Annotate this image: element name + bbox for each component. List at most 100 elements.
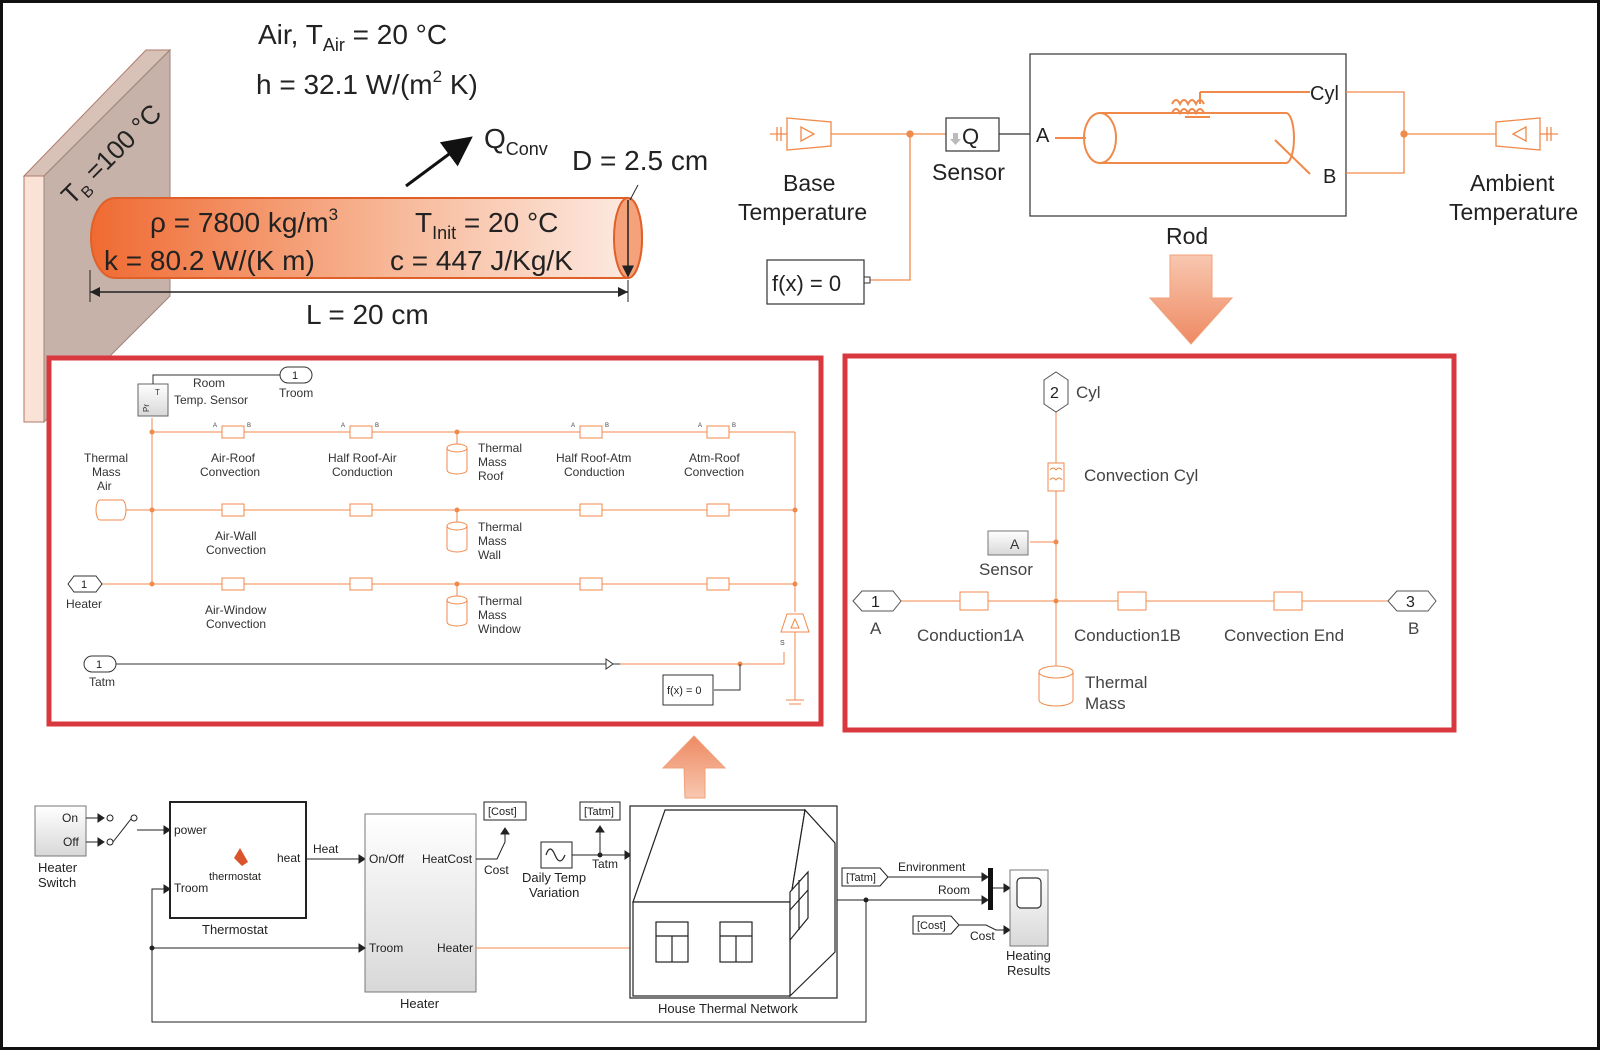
convection-cyl-block[interactable] bbox=[1048, 463, 1064, 491]
cost-from-tag-label: [Cost] bbox=[917, 920, 946, 932]
sensor-port-t: T bbox=[155, 388, 160, 397]
thermostat-label: Thermostat bbox=[202, 922, 268, 937]
scope-screen-icon bbox=[1017, 878, 1041, 908]
half-roof-air-conduction-label: Conduction bbox=[332, 465, 393, 479]
thermal-mass-roof-label: Mass bbox=[478, 455, 507, 469]
port-a-small: A bbox=[341, 423, 345, 429]
expand-up-arrow-icon bbox=[663, 736, 725, 798]
atm-roof-convection-label: Atm-Roof bbox=[689, 451, 740, 465]
ambient-temperature-label-1: Ambient bbox=[1470, 170, 1555, 196]
thermal-mass-wall-label: Mass bbox=[478, 534, 507, 548]
tatm-inport-number: 1 bbox=[96, 659, 102, 671]
rod-port-b-label: B bbox=[1323, 166, 1336, 188]
base-temperature-label-2: Temperature bbox=[738, 199, 867, 225]
cyl-port-number: 2 bbox=[1050, 385, 1059, 402]
room-signal-label: Room bbox=[938, 883, 970, 897]
port-a-small: A bbox=[213, 423, 217, 429]
room-temp-sensor-label-2: Temp. Sensor bbox=[174, 393, 248, 407]
rod-subsystem-detail: 2 Cyl Convection Cyl A Sensor 1 A 3 B Co… bbox=[845, 356, 1454, 730]
heater-label: Heater bbox=[400, 996, 440, 1011]
heat-flow-sensor-glyph: Q bbox=[962, 124, 979, 149]
base-temperature-label-1: Base bbox=[783, 170, 835, 196]
air-roof-convection-label: Air-Roof bbox=[211, 451, 256, 465]
cost-signal-label-2: Cost bbox=[970, 929, 995, 943]
thermal-mass-window-label: Mass bbox=[478, 608, 507, 622]
tatm-inport-label: Tatm bbox=[89, 675, 115, 689]
convection-end-block[interactable] bbox=[1274, 592, 1302, 610]
rod-port-cyl-label: Cyl bbox=[1310, 83, 1339, 105]
expand-down-arrow-icon bbox=[1150, 255, 1232, 344]
thermal-mass-roof-label: Thermal bbox=[478, 441, 522, 455]
air-wall-convection-label: Air-Wall bbox=[215, 529, 257, 543]
port-b-small: B bbox=[605, 423, 609, 429]
onoff-port-label: On/Off bbox=[369, 852, 405, 866]
half-roof-atm-conduction-label: Half Roof-Atm bbox=[556, 451, 631, 465]
port-a-small: A bbox=[698, 423, 702, 429]
conduction-1a-block[interactable] bbox=[960, 592, 988, 610]
ambient-temperature-label-2: Temperature bbox=[1449, 199, 1578, 225]
b-port-number: 3 bbox=[1406, 594, 1415, 611]
specific-heat-label: c = 447 J/Kg/K bbox=[390, 245, 573, 276]
tatm-signal-label: Tatm bbox=[592, 857, 618, 871]
source-port-s: S bbox=[780, 640, 785, 647]
density-label: ρ = 7800 kg/m3 bbox=[150, 205, 338, 238]
air-window-convection-label: Air-Window bbox=[205, 603, 267, 617]
port-b-small: B bbox=[247, 423, 251, 429]
troom-outport-number: 1 bbox=[292, 370, 298, 382]
thermal-mass-air-label: Thermal bbox=[84, 451, 128, 465]
subsystem-sensor-block[interactable] bbox=[988, 531, 1028, 555]
heater-switch-label-1: Heater bbox=[38, 860, 78, 875]
convection-cyl-label: Convection Cyl bbox=[1084, 466, 1198, 485]
cost-signal-label: Cost bbox=[484, 863, 509, 877]
rod-label: Rod bbox=[1166, 223, 1208, 249]
subsystem-thermal-mass-label-1: Thermal bbox=[1085, 673, 1147, 692]
atm-roof-convection-label: Convection bbox=[684, 465, 744, 479]
heat-port-label: heat bbox=[277, 851, 301, 865]
heater-troom-port-label: Troom bbox=[369, 941, 403, 955]
port-a-small: A bbox=[571, 423, 575, 429]
rod-port-a-label: A bbox=[1036, 125, 1050, 147]
a-port-number: 1 bbox=[871, 594, 880, 611]
diameter-leader bbox=[630, 185, 638, 200]
power-port-label: power bbox=[174, 823, 207, 837]
conduction-1a-label: Conduction1A bbox=[917, 626, 1024, 645]
heat-transfer-coefficient-label: h = 32.1 W/(m2 K) bbox=[256, 67, 478, 100]
air-window-convection-label: Convection bbox=[206, 617, 266, 631]
thermal-mass-air-label: Mass bbox=[92, 465, 121, 479]
base-temperature-block[interactable] bbox=[770, 118, 831, 150]
thermal-mass-window-label: Window bbox=[478, 622, 521, 636]
cost-goto-tag-label: [Cost] bbox=[488, 806, 517, 818]
house-thermal-network-block[interactable] bbox=[630, 806, 837, 998]
thermal-mass-wall-label: Wall bbox=[478, 548, 501, 562]
daily-temp-block[interactable] bbox=[541, 842, 572, 868]
troom-port-label: Troom bbox=[174, 881, 208, 895]
top-level-model: On Off Heater Switch power heat Troom th… bbox=[35, 802, 1051, 1022]
heating-results-label-1: Heating bbox=[1006, 948, 1051, 963]
ambient-temperature-block[interactable] bbox=[1496, 118, 1558, 150]
subsystem-sensor-glyph: A bbox=[1010, 536, 1020, 552]
air-roof-convection-label: Convection bbox=[200, 465, 260, 479]
tatm-from-tag-label: [Tatm] bbox=[846, 872, 876, 884]
convection-end-label: Convection End bbox=[1224, 626, 1344, 645]
thermostat-inner-label: thermostat bbox=[209, 871, 261, 883]
b-port-label: B bbox=[1408, 619, 1419, 638]
environment-signal-label: Environment bbox=[898, 860, 966, 874]
heater-block[interactable] bbox=[365, 814, 476, 992]
half-roof-air-conduction-label: Half Roof-Air bbox=[328, 451, 397, 465]
room-temp-sensor-label-1: Room bbox=[193, 376, 225, 390]
rod-model: Base Temperature Q Sensor A Cyl B bbox=[738, 54, 1578, 344]
cyl-port-label: Cyl bbox=[1076, 383, 1101, 402]
diameter-label: D = 2.5 cm bbox=[572, 145, 708, 176]
heater-inport-number: 1 bbox=[81, 579, 87, 591]
heatcost-port-label: HeatCost bbox=[422, 852, 473, 866]
port-b-small: B bbox=[732, 423, 736, 429]
conduction-1b-block[interactable] bbox=[1118, 592, 1146, 610]
air-wall-convection-label: Convection bbox=[206, 543, 266, 557]
rod-subsystem-block[interactable] bbox=[1030, 54, 1346, 216]
port-b-small: B bbox=[375, 423, 379, 429]
heater-inport-label: Heater bbox=[66, 597, 102, 611]
heater-port-label: Heater bbox=[437, 941, 473, 955]
heat-signal-label: Heat bbox=[313, 842, 339, 856]
half-roof-atm-conduction-label: Conduction bbox=[564, 465, 625, 479]
tatm-goto-tag-label: [Tatm] bbox=[584, 806, 614, 818]
